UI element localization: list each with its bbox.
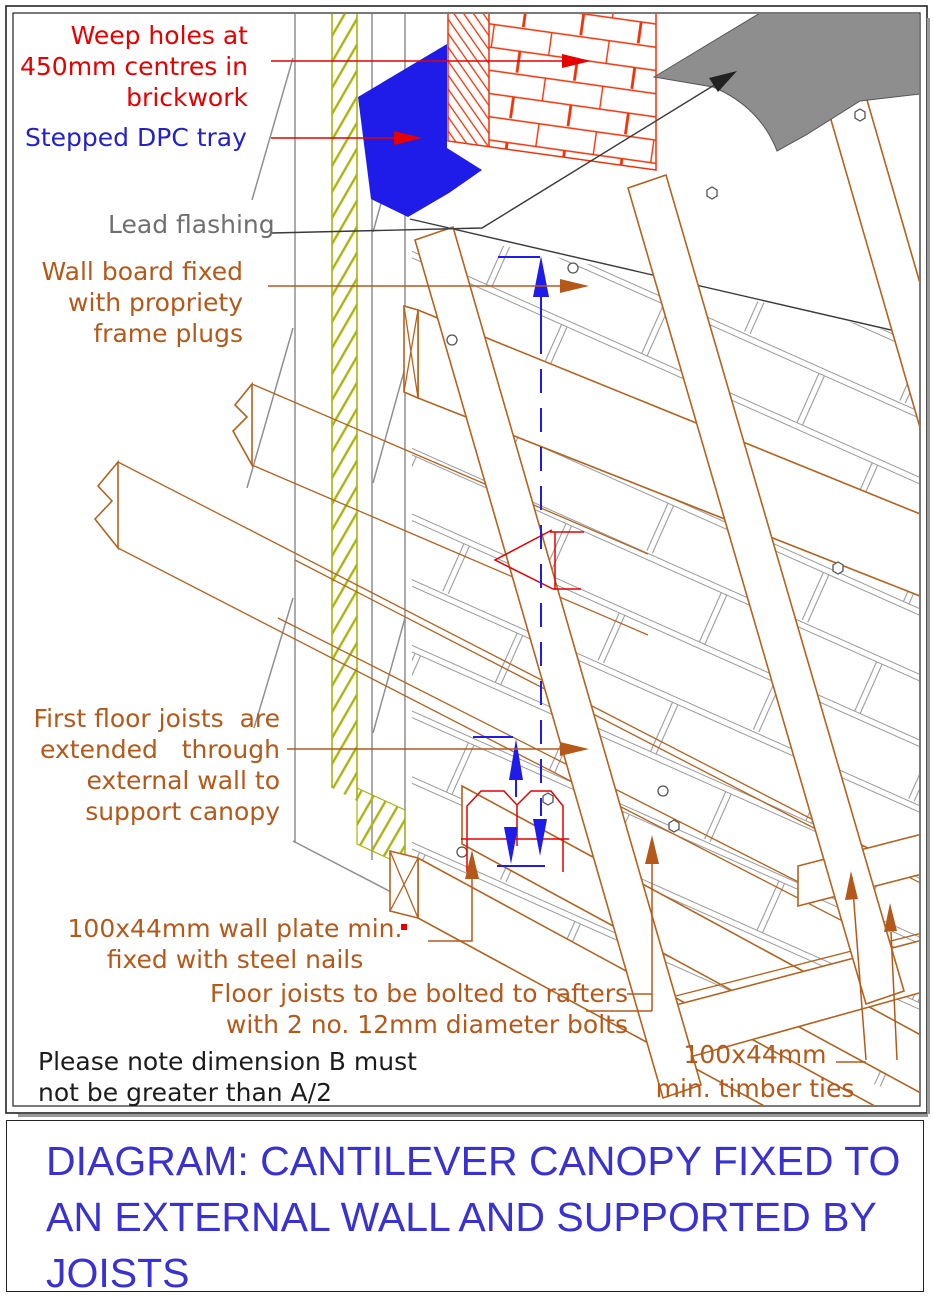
box-shadow-right [927, 18, 930, 1114]
leader-lines [268, 54, 898, 1063]
label-lead-flashing: Lead flashing [108, 210, 275, 239]
title-block: DIAGRAM: CANTILEVER CANOPY FIXED TO AN E… [6, 1120, 924, 1296]
bolt-strap-detail [461, 790, 569, 872]
connection-details [401, 529, 584, 930]
joist-break-mark [232, 381, 253, 469]
rafters [414, 53, 919, 1100]
cavity-insulation [332, 14, 357, 801]
flashing-leader [271, 83, 717, 234]
wall-board [403, 304, 919, 597]
bolted-rafters-leader [586, 864, 653, 1012]
label-first-floor-joists: First floor joists are extended through … [33, 704, 280, 826]
label-timber-ties: 100x44mm min. timber ties [655, 1040, 855, 1103]
label-weep-holes: Weep holes at 450mm centres in brickwork [19, 21, 248, 112]
label-dimension-note: Please note dimension B must not be grea… [38, 1047, 417, 1107]
diagram-title: DIAGRAM: CANTILEVER CANOPY FIXED TO AN E… [46, 1138, 901, 1296]
label-wall-board: Wall board fixed with propriety frame pl… [41, 257, 243, 348]
joist-hanger-detail [493, 529, 584, 590]
brickwork [447, 14, 657, 171]
wall-plate-leader [428, 878, 473, 942]
bolts [446, 108, 866, 858]
timber-ties-leader [836, 876, 898, 1063]
lead-flashing [652, 14, 919, 152]
label-stepped-dpc-tray: Stepped DPC tray [25, 123, 247, 152]
floor-joists [93, 381, 919, 962]
label-floor-joists-bolted: Floor joists to be bolted to rafters wit… [210, 979, 628, 1039]
dpc-tray [358, 44, 482, 217]
red-marker [401, 924, 407, 930]
box-shadow-bottom [18, 1114, 928, 1117]
label-wall-plate: 100x44mm wall plate min. fixed with stee… [67, 914, 403, 974]
joist-break-mark [93, 459, 119, 551]
